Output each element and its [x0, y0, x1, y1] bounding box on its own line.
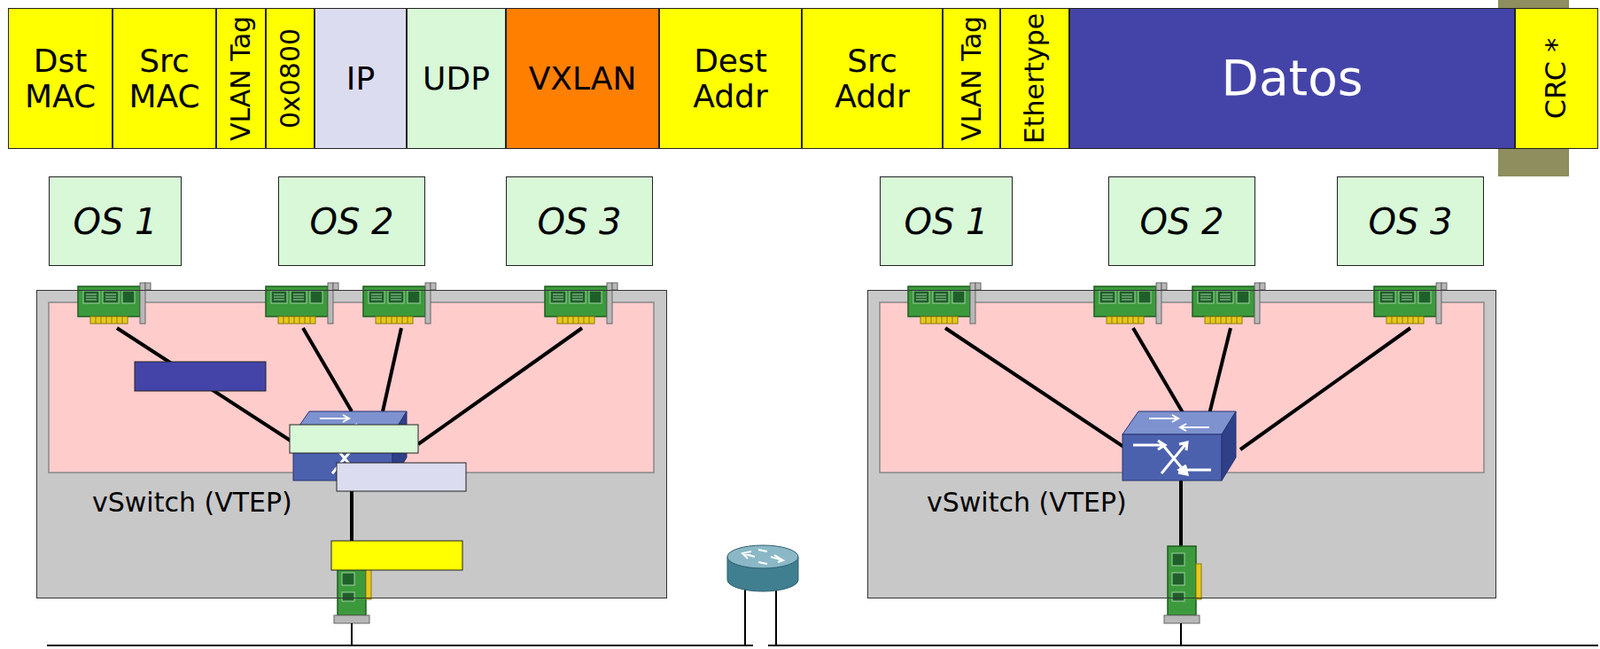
virtual-links — [116, 327, 1411, 550]
virtual-links — [382, 327, 402, 412]
frame-field: 0x0800 — [265, 7, 315, 149]
network-illustration — [77, 282, 151, 324]
os-label: OS 3 — [536, 201, 622, 241]
udp-block — [289, 424, 419, 453]
frame-field: IP — [314, 7, 407, 149]
field-label: VXLAN — [528, 61, 637, 97]
network-illustration — [1374, 282, 1447, 324]
virtual-links — [302, 327, 352, 412]
hypervisor-area — [48, 302, 654, 473]
field-label: Datos — [1221, 51, 1364, 106]
frame-field: VLAN Tag — [942, 7, 1001, 149]
virtual-links — [418, 327, 583, 444]
frame-field: Datos — [1069, 7, 1515, 149]
network-illustration — [1164, 545, 1202, 623]
payload-block — [134, 361, 266, 391]
guest-os-box: OS 3 — [505, 176, 653, 266]
frame-field: Src Addr — [801, 7, 943, 149]
host-label: vSwitch (VTEP) — [926, 487, 1127, 517]
field-label: VLAN Tag — [226, 15, 257, 141]
host-box: vSwitch (VTEP) — [36, 289, 668, 599]
host-label: vSwitch (VTEP) — [92, 487, 293, 517]
network-wires — [744, 588, 746, 645]
network-illustration — [363, 282, 436, 324]
frame-field: VLAN Tag — [216, 7, 266, 149]
field-label: VLAN Tag — [956, 15, 987, 141]
field-label: IP — [346, 61, 375, 97]
guest-os-box: OS 3 — [1336, 176, 1484, 266]
virtual-links — [116, 327, 296, 444]
virtual-links — [1133, 327, 1184, 414]
guest-os-box: OS 1 — [48, 176, 182, 266]
os-label: OS 1 — [72, 201, 157, 241]
virtual-links — [1179, 479, 1183, 550]
host-fill — [36, 289, 668, 599]
frame-field: CRC * — [1514, 7, 1599, 149]
network-wires — [1180, 622, 1182, 645]
network-wires — [46, 644, 754, 646]
frame-field: Src MAC — [112, 7, 217, 149]
field-label: UDP — [422, 61, 490, 97]
network-wires — [46, 588, 1599, 645]
network-illustration — [544, 282, 618, 324]
frame-field: Dest Addr — [659, 7, 802, 149]
virtual-links — [945, 327, 1128, 450]
network-illustration — [1192, 282, 1266, 324]
ethernet-block — [331, 540, 463, 570]
guest-os-box: OS 1 — [879, 176, 1013, 266]
network-wires — [768, 644, 1599, 646]
virtual-links — [1240, 327, 1411, 450]
os-label: OS 2 — [1139, 201, 1224, 241]
field-label: CRC * — [1540, 38, 1572, 120]
guest-os-box: OS 2 — [278, 176, 426, 266]
field-label: Ethertype — [1020, 13, 1050, 145]
frame-field: VXLAN — [505, 7, 660, 149]
network-illustration — [1094, 282, 1167, 324]
os-label: OS 1 — [903, 201, 988, 241]
frame-field: Dst MAC — [7, 7, 113, 149]
field-label: Dest Addr — [686, 43, 776, 114]
field-label: Src Addr — [828, 43, 917, 114]
frame-field: Ethertype — [1000, 7, 1070, 149]
virtual-links — [1209, 327, 1231, 414]
network-illustration — [908, 282, 981, 324]
network-wires — [350, 622, 353, 645]
network-wires — [775, 588, 777, 645]
field-label: Dst MAC — [15, 43, 105, 114]
router-symbol — [727, 544, 799, 591]
os-label: OS 2 — [309, 201, 394, 241]
ip-block — [336, 462, 467, 491]
frame-field: UDP — [406, 7, 506, 149]
network-illustration — [1122, 411, 1236, 481]
field-label: Src MAC — [120, 43, 210, 114]
guest-os-box: OS 2 — [1108, 176, 1256, 266]
os-label: OS 3 — [1367, 201, 1453, 241]
field-label: 0x0800 — [275, 28, 305, 129]
host-box: vSwitch (VTEP) — [867, 289, 1497, 599]
network-illustration — [265, 282, 339, 324]
router-symbol — [742, 549, 784, 564]
router-symbol — [727, 544, 799, 568]
